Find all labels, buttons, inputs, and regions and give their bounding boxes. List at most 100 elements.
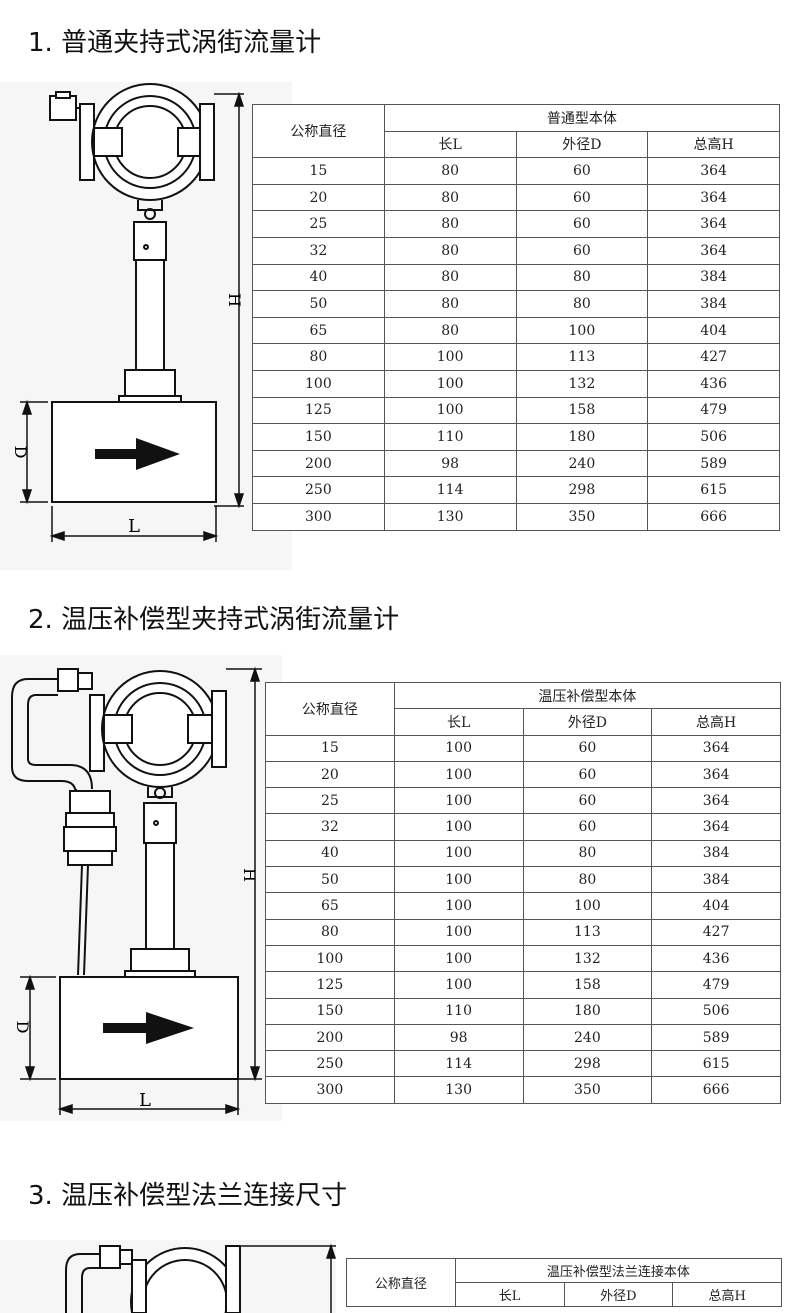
cell-nominal-diameter: 50 xyxy=(252,290,385,318)
cell-nominal-diameter: 15 xyxy=(265,734,395,762)
compensated-vortex-meter-diagram: H D L xyxy=(11,666,262,1115)
cell-outer-diameter-d: 350 xyxy=(522,1076,653,1104)
cell-outer-diameter-d: 132 xyxy=(515,369,649,398)
header-body-group: 普通型本体 xyxy=(383,104,781,132)
cell-length-l: 100 xyxy=(393,839,524,868)
cell-total-height-h: 364 xyxy=(647,236,780,265)
cell-outer-diameter-d: 350 xyxy=(515,502,649,531)
dimension-h-label: H xyxy=(240,868,259,882)
cell-length-l: 80 xyxy=(383,236,517,265)
header-length-l: 长L xyxy=(393,708,524,736)
cell-total-height-h: 364 xyxy=(651,734,781,762)
cell-nominal-diameter: 15 xyxy=(252,157,385,185)
header-outer-diameter-d: 外径D xyxy=(515,130,649,159)
cell-nominal-diameter: 32 xyxy=(252,236,385,265)
cell-total-height-h: 364 xyxy=(651,813,781,841)
cell-nominal-diameter: 40 xyxy=(252,263,385,292)
cell-length-l: 100 xyxy=(393,787,524,815)
cell-total-height-h: 589 xyxy=(647,449,780,478)
cell-total-height-h: 364 xyxy=(647,183,780,212)
cell-total-height-h: 364 xyxy=(647,157,780,185)
cell-length-l: 100 xyxy=(393,918,524,946)
cell-total-height-h: 436 xyxy=(647,369,780,398)
cell-nominal-diameter: 65 xyxy=(252,316,385,345)
section-2-drawing: H D L xyxy=(0,655,282,1121)
cell-length-l: 80 xyxy=(383,183,517,212)
cell-length-l: 100 xyxy=(393,813,524,841)
cell-outer-diameter-d: 113 xyxy=(515,343,649,371)
cell-outer-diameter-d: 113 xyxy=(522,918,653,946)
dimension-d-label: D xyxy=(11,446,30,459)
cell-nominal-diameter: 40 xyxy=(265,839,395,868)
cell-total-height-h: 404 xyxy=(647,316,780,345)
cell-outer-diameter-d: 158 xyxy=(522,971,653,999)
cell-length-l: 80 xyxy=(383,263,517,292)
cell-total-height-h: 364 xyxy=(651,760,781,789)
cell-length-l: 130 xyxy=(393,1076,524,1104)
cell-total-height-h: 436 xyxy=(651,944,781,973)
cell-length-l: 80 xyxy=(383,210,517,238)
section-1-drawing: H D L xyxy=(0,82,292,570)
cell-total-height-h: 404 xyxy=(651,892,781,920)
cell-total-height-h: 615 xyxy=(651,1050,781,1078)
cell-outer-diameter-d: 60 xyxy=(515,157,649,185)
header-length-l: 长L xyxy=(383,130,517,159)
cell-outer-diameter-d: 60 xyxy=(522,813,653,841)
cell-nominal-diameter: 50 xyxy=(265,866,395,894)
cell-total-height-h: 615 xyxy=(647,476,780,504)
dimension-d-label: D xyxy=(13,1021,32,1034)
cell-length-l: 114 xyxy=(393,1050,524,1078)
cell-length-l: 100 xyxy=(383,343,517,371)
cell-length-l: 110 xyxy=(383,423,517,451)
dimension-l-label: L xyxy=(139,1090,151,1111)
cell-total-height-h: 666 xyxy=(647,502,780,531)
cell-outer-diameter-d: 298 xyxy=(522,1050,653,1078)
cell-length-l: 80 xyxy=(383,290,517,318)
cell-length-l: 100 xyxy=(383,369,517,398)
cell-outer-diameter-d: 132 xyxy=(522,944,653,973)
cell-total-height-h: 506 xyxy=(647,423,780,451)
cell-total-height-h: 479 xyxy=(651,971,781,999)
cell-total-height-h: 384 xyxy=(651,866,781,894)
cell-outer-diameter-d: 60 xyxy=(515,236,649,265)
cell-nominal-diameter: 300 xyxy=(265,1076,395,1104)
cell-total-height-h: 666 xyxy=(651,1076,781,1104)
section-3-spec-table: 公称直径 温压补偿型法兰连接本体 长L 外径D 总高H xyxy=(346,1258,783,1307)
cell-nominal-diameter: 100 xyxy=(252,369,385,398)
cell-length-l: 110 xyxy=(393,997,524,1025)
cell-nominal-diameter: 250 xyxy=(252,476,385,504)
header-nominal-diameter: 公称直径 xyxy=(265,682,395,736)
header-total-height-h: 总高H xyxy=(647,130,780,159)
cell-nominal-diameter: 200 xyxy=(252,449,385,478)
cell-nominal-diameter: 65 xyxy=(265,892,395,920)
cell-total-height-h: 427 xyxy=(651,918,781,946)
normal-vortex-meter-diagram: H D L xyxy=(11,83,245,542)
cell-length-l: 100 xyxy=(393,866,524,894)
cell-length-l: 100 xyxy=(393,944,524,973)
cell-nominal-diameter: 20 xyxy=(265,760,395,789)
cell-outer-diameter-d: 60 xyxy=(515,210,649,238)
cell-nominal-diameter: 200 xyxy=(265,1023,395,1052)
cell-length-l: 130 xyxy=(383,502,517,531)
cell-outer-diameter-d: 100 xyxy=(515,316,649,345)
header-length-l: 长L xyxy=(454,1282,565,1307)
section-3-drawing xyxy=(0,1240,336,1313)
cell-nominal-diameter: 32 xyxy=(265,813,395,841)
cell-length-l: 100 xyxy=(393,892,524,920)
cell-length-l: 114 xyxy=(383,476,517,504)
